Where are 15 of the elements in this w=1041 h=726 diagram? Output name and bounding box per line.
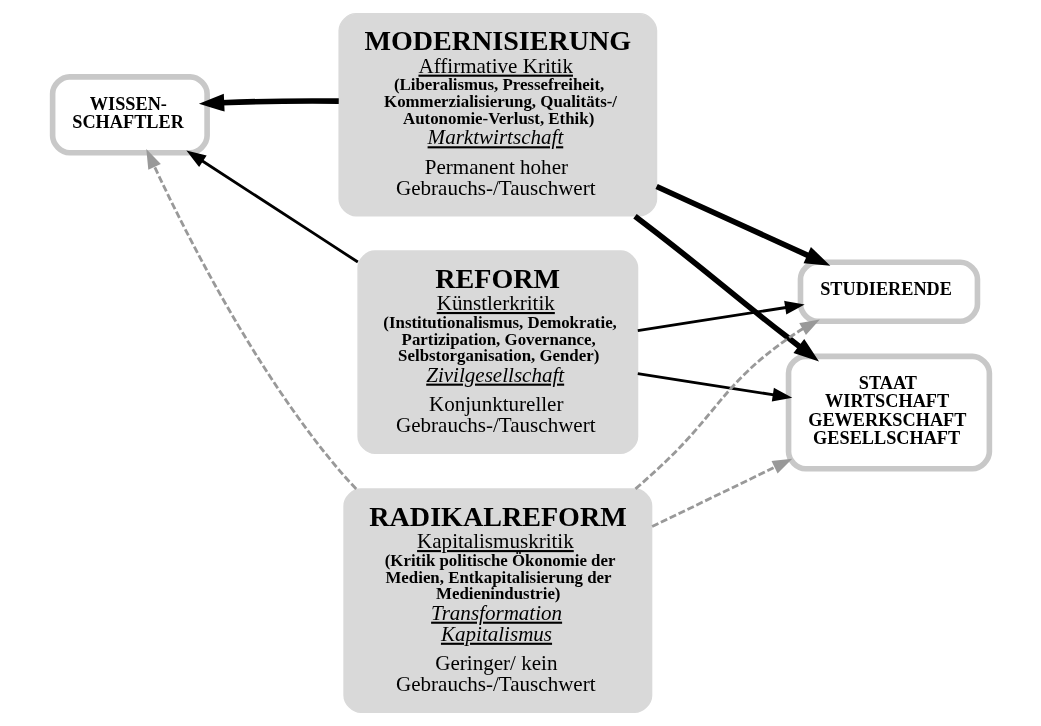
node-box: RADIKALREFORM Kapitalismuskritik (Kritik politische Ökonomie der Medien, Entkapitalisierung der Medienindustrie) Transformation Kapitalismus Geringer/ kein Gebrauchs-/Tauschwert: [342, 488, 652, 714]
arrow: [145, 148, 357, 490]
arrow: [632, 213, 819, 362]
arrow: [637, 372, 792, 402]
arrow: [198, 93, 339, 112]
node-box: WISSEN- SCHAFTLER: [49, 74, 210, 156]
node-box: STUDIERENDE: [797, 259, 980, 325]
arrow: [634, 319, 820, 490]
arrow: [651, 458, 792, 528]
arrow: [654, 183, 830, 266]
arrow: [637, 300, 805, 332]
node-box: REFORM Künstlerkritik (Institutionalismus, Demokratie, Partizipation, Governance, Selbstorganisation, Gender) Zivilgesellschaft Konjunktureller Gebrauchs-/Tauschwert: [356, 250, 638, 454]
node-box: MODERNISIERUNG Affirmative Kritik (Liberalismus, Pressefreiheit, Kommerzialisierung, Qualitäts-/ Autonomie-Verlust, Ethik) Marktwirtschaft Permanent hoher Gebrauchs-/Tauschwert: [337, 12, 657, 217]
arrow: [185, 150, 359, 264]
node-box: STAAT WIRTSCHAFT GEWERKSCHAFT GESELLSCHAFT: [785, 353, 992, 472]
